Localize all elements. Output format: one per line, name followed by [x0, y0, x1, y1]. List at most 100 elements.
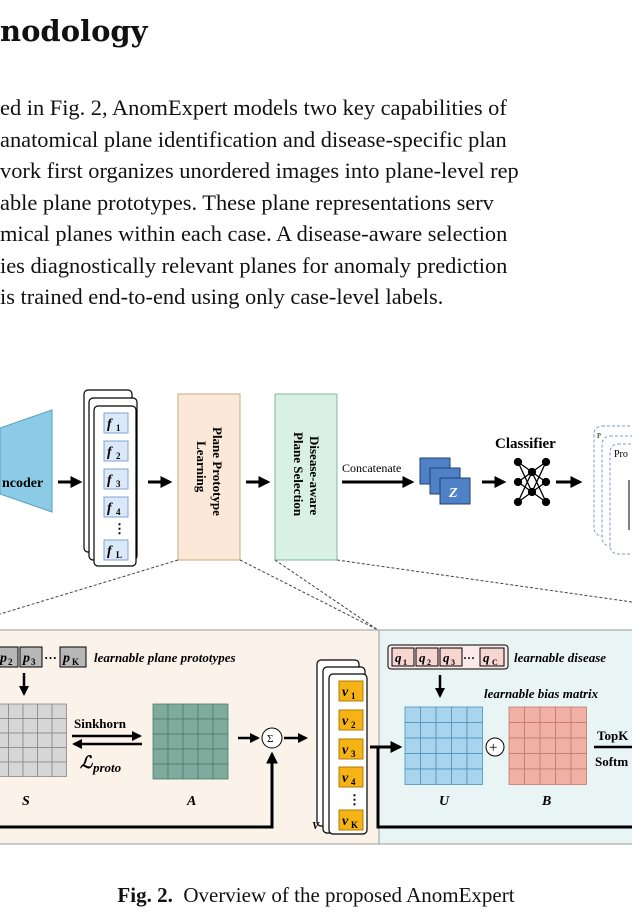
matrix-cell	[524, 768, 541, 785]
svg-text:p: p	[22, 651, 30, 666]
matrix-cell	[22, 718, 38, 734]
matrix-cell	[167, 718, 184, 735]
matrix-cell	[435, 737, 452, 754]
matrix-cell	[0, 703, 9, 719]
feature-ellipsis: ⋮	[113, 521, 126, 536]
matrix-cell	[420, 768, 437, 785]
matrix-cell	[37, 732, 53, 748]
svg-text:K: K	[72, 657, 79, 667]
matrix-cell	[182, 703, 199, 720]
matrix-cell	[451, 753, 468, 770]
topk-label: TopK	[597, 728, 629, 743]
matrix-cell	[524, 753, 541, 770]
dps-label: Disease-aware	[307, 436, 322, 515]
matrix-cell	[508, 768, 525, 785]
matrix-cell	[555, 753, 572, 770]
matrix-cell	[555, 706, 572, 723]
classifier-label: Classifier	[495, 436, 556, 452]
svg-text:v: v	[342, 814, 349, 829]
matrix-cell	[37, 703, 53, 719]
matrix-cell	[435, 753, 452, 770]
z-label: Z	[448, 486, 458, 501]
matrix-cell	[555, 722, 572, 739]
matrix-cell	[51, 703, 67, 719]
figure-caption: Fig. 2. Overview of the proposed AnomExp…	[0, 883, 632, 908]
matrix-cell	[8, 732, 24, 748]
svg-text:f: f	[107, 445, 113, 460]
svg-text:4: 4	[351, 777, 356, 787]
svg-text:q: q	[419, 650, 426, 665]
matrix-cell	[22, 747, 38, 763]
matrix-cell	[555, 737, 572, 754]
matrix-cell	[466, 737, 483, 754]
svg-text:p: p	[62, 651, 70, 666]
disease-token: q 1	[391, 647, 415, 667]
feature-token: f L	[103, 539, 129, 561]
learnable-bias-matrix-label: learnable bias matrix	[484, 686, 599, 701]
feature-token: f 1	[103, 412, 129, 434]
matrix-cell	[152, 763, 169, 780]
svg-text:1: 1	[116, 423, 121, 433]
matrix-cell	[570, 737, 587, 754]
matrix-cell	[0, 747, 9, 763]
matrix-cell	[466, 768, 483, 785]
matrix-cell	[182, 748, 199, 765]
matrix-cell	[404, 737, 421, 754]
matrix-cell	[508, 753, 525, 770]
v-token: v K	[338, 809, 364, 831]
matrix-cell	[539, 722, 556, 739]
matrix-cell	[466, 706, 483, 723]
figure-diagram: ncoder f 1 f 2 f 3 f 4 ⋮ f L Plane Proto…	[0, 389, 632, 845]
matrix-cell	[22, 732, 38, 748]
matrix-cell	[570, 753, 587, 770]
matrix-cell	[539, 753, 556, 770]
output-cards: P Pro	[593, 425, 632, 555]
feature-token: f 3	[103, 468, 129, 490]
matrix-cell	[524, 722, 541, 739]
matrix-cell	[167, 703, 184, 720]
matrix-cell	[152, 748, 169, 765]
matrix-cell	[435, 706, 452, 723]
matrix-cell	[197, 703, 214, 720]
matrix-cell	[435, 768, 452, 785]
sinkhorn-label: Sinkhorn	[74, 716, 127, 731]
svg-text:Pro: Pro	[614, 449, 628, 460]
matrix-cell	[420, 753, 437, 770]
v-token: v 1	[338, 680, 364, 702]
matrix-cell	[451, 768, 468, 785]
matrix-cell	[524, 737, 541, 754]
svg-text:3: 3	[351, 749, 356, 759]
disease-token: q 2	[415, 647, 439, 667]
matrix-cell	[451, 706, 468, 723]
matrix-cell	[182, 763, 199, 780]
matrix-cell	[182, 718, 199, 735]
section-heading: nodology	[0, 14, 148, 48]
matrix-cell	[51, 718, 67, 734]
matrix-cell	[212, 703, 229, 720]
matrix-cell	[420, 706, 437, 723]
matrix-cell	[37, 718, 53, 734]
matrix-cell	[197, 748, 214, 765]
v-token: v 3	[338, 738, 364, 760]
matrix-cell	[212, 763, 229, 780]
prototype-token: p 2	[0, 646, 19, 668]
matrix-cell	[167, 763, 184, 780]
svg-text:L: L	[116, 550, 122, 560]
matrix-cell	[152, 703, 169, 720]
v-token: v 4	[338, 766, 364, 788]
disease-ellipsis: ···	[463, 651, 475, 665]
matrix-cell	[508, 722, 525, 739]
paragraph-line: vork first organizes unordered images in…	[0, 158, 519, 183]
svg-text:3: 3	[31, 657, 36, 667]
matrix-cell	[167, 733, 184, 750]
svg-text:2: 2	[427, 658, 431, 667]
matrix-s-label: S	[22, 794, 30, 809]
classifier-network-icon	[513, 457, 551, 507]
matrix-cell	[212, 718, 229, 735]
matrix-cell	[152, 733, 169, 750]
matrix-cell	[167, 748, 184, 765]
paragraph-line: ed in Fig. 2, AnomExpert models two key …	[0, 95, 507, 120]
svg-text:p: p	[0, 651, 7, 666]
loss-proto-label: ℒ	[80, 753, 93, 772]
matrix-cell	[539, 706, 556, 723]
